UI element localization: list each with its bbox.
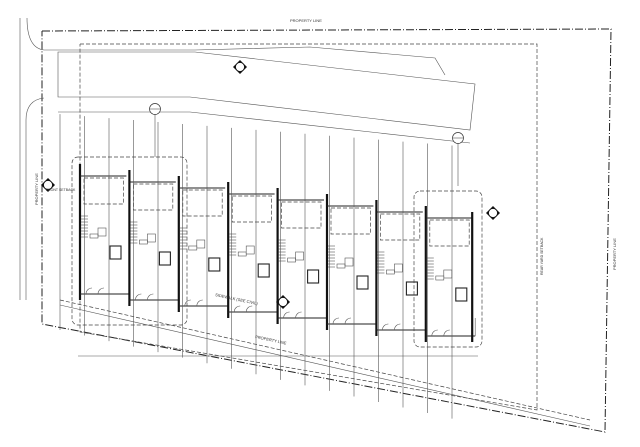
drive-edge [44, 46, 446, 76]
property-line-right-label: PROPERTY LINE [612, 238, 617, 270]
door-swing [85, 287, 105, 295]
deck-outline [281, 201, 322, 229]
door-swing [233, 305, 253, 313]
shower [245, 245, 255, 255]
townhouse-unit [177, 176, 229, 312]
bed [158, 251, 171, 266]
drive-aisle [57, 51, 476, 131]
vanity [188, 245, 198, 251]
deck-outline [231, 195, 272, 223]
bed [356, 275, 369, 290]
shower [147, 233, 156, 243]
townhouse-unit [325, 194, 377, 330]
vanity [435, 275, 445, 281]
shower [394, 263, 403, 273]
shower [196, 239, 206, 249]
shower [97, 227, 107, 237]
townhouse-unit [227, 182, 278, 318]
property-line-left-label: PROPERTY LINE [34, 173, 39, 205]
property-line-top-label: PROPERTY LINE [290, 18, 322, 23]
deck-outline [330, 207, 371, 235]
bed [307, 269, 320, 284]
bed [257, 263, 270, 278]
elevation-tag-icon [149, 103, 161, 157]
deck-outline [83, 177, 124, 205]
vanity [237, 251, 247, 257]
elevation-tag-icon [452, 132, 464, 186]
door-swing [184, 299, 203, 307]
sidewalk-label: SIDEWALK (SEE CIVIL) [215, 292, 259, 306]
townhouse-unit [424, 206, 476, 342]
street-curb [19, 17, 45, 300]
deck-outline [380, 213, 421, 241]
section-marker-icon [276, 295, 290, 309]
unit-group-outline [71, 156, 188, 326]
sidewalk-line [59, 304, 591, 427]
deck-outline [182, 189, 223, 217]
bed [455, 287, 468, 302]
sidewalk-line [59, 299, 591, 421]
deck-outline [429, 219, 470, 247]
deck-outline [133, 183, 174, 211]
setback-line [79, 43, 538, 411]
shower [443, 269, 453, 279]
shower [295, 251, 304, 261]
property-line [41, 28, 612, 433]
vanity [139, 239, 148, 245]
drive-edge [58, 111, 471, 144]
door-swing [332, 317, 352, 325]
vanity [287, 257, 296, 263]
door-swing [382, 323, 401, 331]
section-marker-icon [41, 178, 55, 192]
unit-group-outline [413, 190, 483, 348]
shower [344, 257, 354, 267]
bed [109, 245, 122, 260]
townhouse-unit [128, 170, 180, 306]
section-marker-icon [486, 206, 500, 220]
section-marker-icon [233, 60, 247, 74]
bed [405, 281, 418, 296]
townhouse-unit [375, 200, 427, 336]
property-line-bottom-label: PROPERTY LINE [255, 334, 288, 346]
bed [208, 257, 221, 272]
vanity [89, 233, 99, 239]
vanity [336, 263, 346, 269]
vanity [386, 269, 395, 275]
door-swing [283, 311, 302, 319]
townhouse-unit [78, 164, 130, 300]
door-swing [135, 293, 154, 301]
door-swing [431, 329, 450, 337]
front-setback-label: FRONT SETBACK [46, 188, 76, 192]
rear-setback-label: REAR YARD SETBACK [540, 237, 544, 275]
